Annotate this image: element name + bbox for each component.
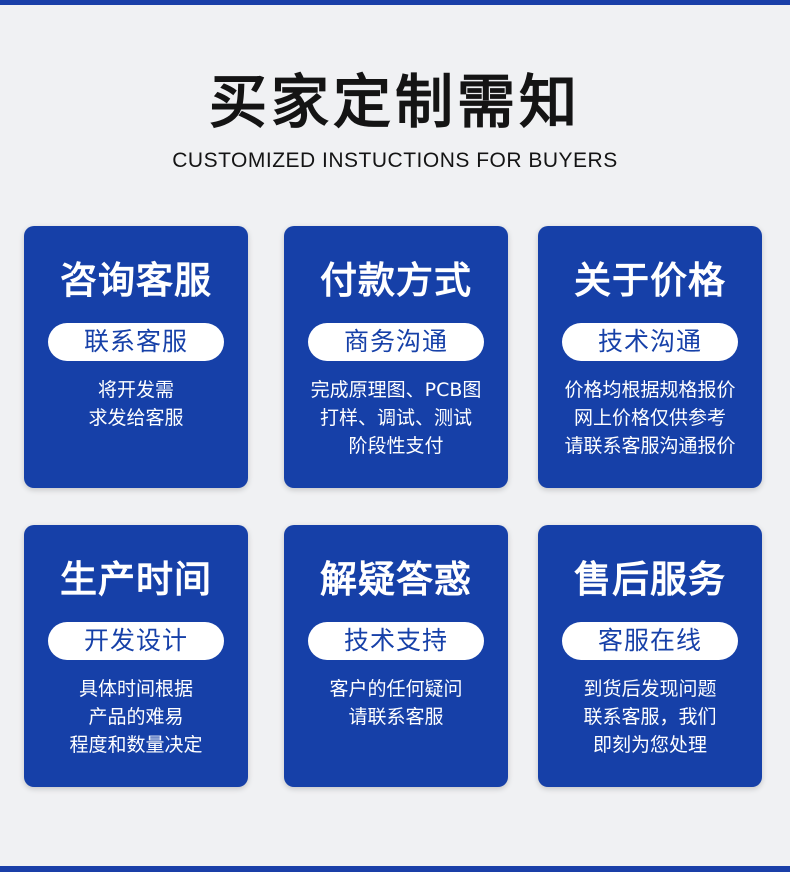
business-communication-button[interactable]: 商务沟通 [308,323,484,361]
development-design-button[interactable]: 开发设计 [48,622,224,660]
card-description: 到货后发现问题 联系客服，我们 即刻为您处理 [538,675,762,759]
card-description-line: 客户的任何疑问 [329,678,463,700]
card-q-and-a: 解疑答惑 技术支持 客户的任何疑问 请联系客服 [284,525,508,787]
card-about-price: 关于价格 技术沟通 价格均根据规格报价 网上价格仅供参考 请联系客服沟通报价 [538,226,762,488]
card-title: 生产时间 [60,558,212,601]
card-description-line: 即刻为您处理 [592,734,707,756]
card-description-line: 打样、调试、测试 [319,407,472,429]
card-title: 付款方式 [320,259,472,302]
card-title: 关于价格 [574,259,726,302]
card-description-line: 阶段性支付 [348,435,444,457]
card-description-line: 产品的难易 [88,706,184,728]
card-description: 完成原理图、PCB图 打样、调试、测试 阶段性支付 [284,376,508,460]
bottom-accent-bar [0,866,790,872]
card-description-line: 联系客服，我们 [583,706,717,728]
card-description: 价格均根据规格报价 网上价格仅供参考 请联系客服沟通报价 [538,376,762,460]
card-description-line: 求发给客服 [88,407,184,429]
card-description-line: 具体时间根据 [78,678,193,700]
card-description-line: 请联系客服沟通报价 [564,435,736,457]
card-title: 咨询客服 [60,259,212,302]
card-description-line: 到货后发现问题 [583,678,717,700]
page-subtitle: CUSTOMIZED INSTUCTIONS FOR BUYERS [172,149,618,172]
page-title: 买家定制需知 [208,68,581,136]
card-title: 解疑答惑 [320,558,472,601]
card-title: 售后服务 [574,558,726,601]
card-description: 客户的任何疑问 请联系客服 [284,675,508,731]
card-description: 具体时间根据 产品的难易 程度和数量决定 [24,675,248,759]
card-description-line: 程度和数量决定 [69,734,203,756]
card-description-line: 价格均根据规格报价 [564,379,736,401]
card-description-line: 请联系客服 [348,706,444,728]
card-description-line: 完成原理图、PCB图 [310,379,482,401]
card-description-line: 将开发需 [97,379,174,401]
card-production-time: 生产时间 开发设计 具体时间根据 产品的难易 程度和数量决定 [24,525,248,787]
technical-communication-button[interactable]: 技术沟通 [562,323,738,361]
card-description-line: 网上价格仅供参考 [573,407,726,429]
online-service-button[interactable]: 客服在线 [562,622,738,660]
card-payment-method: 付款方式 商务沟通 完成原理图、PCB图 打样、调试、测试 阶段性支付 [284,226,508,488]
card-after-sales: 售后服务 客服在线 到货后发现问题 联系客服，我们 即刻为您处理 [538,525,762,787]
top-accent-bar [0,0,790,5]
technical-support-button[interactable]: 技术支持 [308,622,484,660]
contact-service-button[interactable]: 联系客服 [48,323,224,361]
card-description: 将开发需 求发给客服 [24,376,248,432]
card-consult-service: 咨询客服 联系客服 将开发需 求发给客服 [24,226,248,488]
